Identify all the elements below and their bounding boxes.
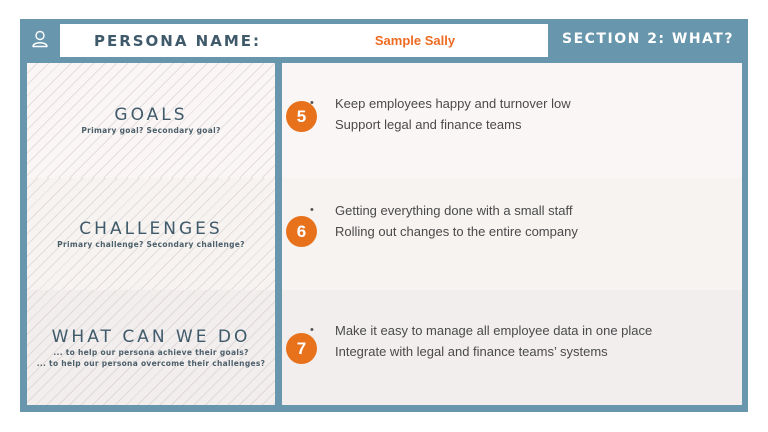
step-badge-6: 6 [286, 216, 317, 247]
step-badge-7: 7 [286, 333, 317, 364]
step-badge-5: 5 [286, 101, 317, 132]
goals-details[interactable]: Keep employees happy and turnover low Su… [282, 63, 742, 178]
list-item: Keep employees happy and turnover low [310, 93, 571, 114]
challenges-title: CHALLENGES [79, 218, 223, 239]
list-item: Make it easy to manage all employee data… [310, 320, 652, 341]
list-item: Getting everything done with a small sta… [310, 200, 578, 221]
details-column: Keep employees happy and turnover low Su… [282, 63, 742, 405]
list-item: Rolling out changes to the entire compan… [310, 221, 578, 242]
persona-name-label: PERSONA NAME: [60, 24, 295, 57]
goals-subtitle: Primary goal? Secondary goal? [81, 126, 221, 135]
category-column: GOALS Primary goal? Secondary goal? CHAL… [27, 63, 275, 405]
person-icon [20, 19, 60, 58]
challenges-details[interactable]: Getting everything done with a small sta… [282, 178, 742, 290]
what-can-we-do-subtitle-1: ... to help our persona achieve their go… [53, 347, 249, 357]
goals-category: GOALS Primary goal? Secondary goal? [27, 63, 275, 178]
goals-bullet-list: Keep employees happy and turnover low Su… [310, 93, 571, 135]
challenges-bullet-list: Getting everything done with a small sta… [310, 200, 578, 242]
column-divider [276, 63, 281, 405]
list-item: Support legal and finance teams [310, 114, 571, 135]
section-title: SECTION 2: WHAT? [562, 30, 734, 47]
list-item: Integrate with legal and finance teams’ … [310, 341, 652, 362]
persona-name-field[interactable]: Sample Sally [282, 24, 548, 57]
what-can-we-do-bullet-list: Make it easy to manage all employee data… [310, 320, 652, 362]
what-can-we-do-subtitle-2: ... to help our persona overcome their c… [36, 358, 266, 368]
what-can-we-do-details[interactable]: Make it easy to manage all employee data… [282, 290, 742, 405]
what-can-we-do-category: WHAT CAN WE DO ... to help our persona a… [27, 290, 275, 405]
challenges-subtitle: Primary challenge? Secondary challenge? [57, 239, 245, 249]
goals-title: GOALS [114, 105, 188, 125]
persona-card: PERSONA NAME: Sample Sally SECTION 2: WH… [20, 19, 748, 412]
what-can-we-do-title: WHAT CAN WE DO [51, 326, 251, 347]
content-grid: GOALS Primary goal? Secondary goal? CHAL… [27, 63, 742, 405]
challenges-category: CHALLENGES Primary challenge? Secondary … [27, 178, 275, 290]
